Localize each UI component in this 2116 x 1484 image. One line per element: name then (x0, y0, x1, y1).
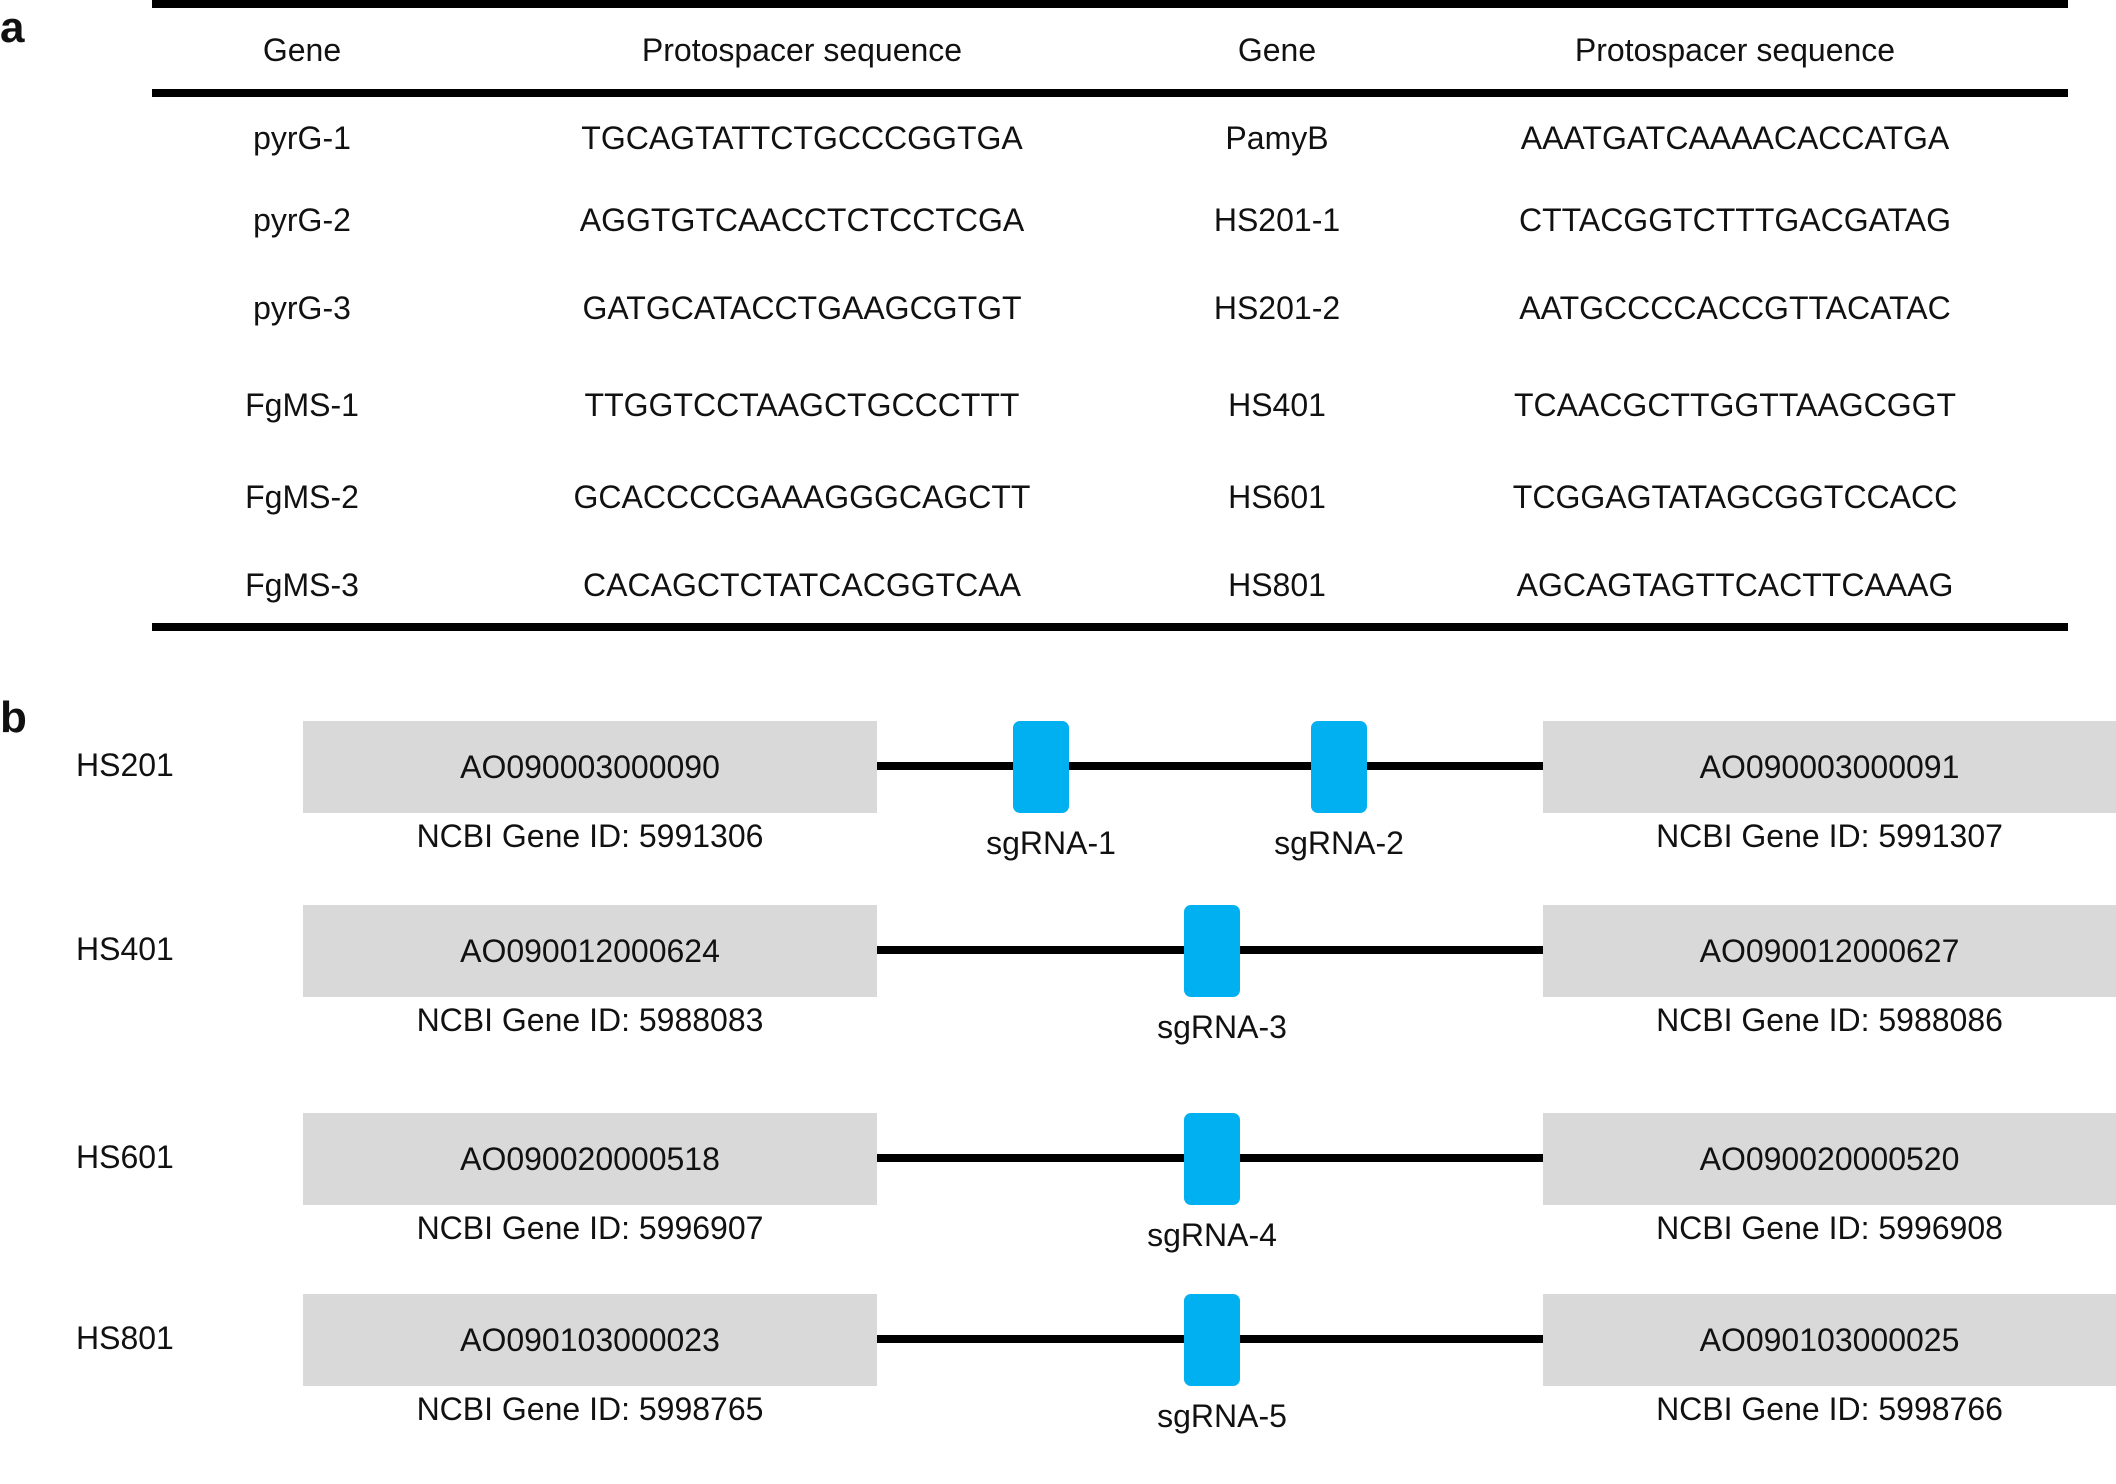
table-row: FgMS-3 CACAGCTCTATCACGGTCAA HS801 AGCAGT… (152, 539, 2068, 631)
locus-hs801: HS801 AO090103000023 NCBI Gene ID: 59987… (0, 1294, 2116, 1484)
gene-cell: HS601 (1228, 478, 1326, 515)
sgrna-1-marker (1013, 721, 1069, 813)
left-gene-id: NCBI Gene ID: 5998765 (416, 1391, 764, 1427)
table-header-rule (152, 89, 2068, 97)
sequence-cell: AGGTGTCAACCTCTCCTCGA (579, 201, 1025, 238)
sequence-cell: AAATGATCAAAACACCATGA (1520, 119, 1950, 156)
right-gene-box: AO090003000091 (1543, 721, 2116, 813)
sgrna-2-marker (1311, 721, 1367, 813)
gene-cell: HS401 (1228, 386, 1326, 423)
locus-name: HS201 (76, 747, 174, 783)
left-gene-box: AO090103000023 (303, 1294, 877, 1386)
right-gene-id: NCBI Gene ID: 5996908 (1656, 1210, 2003, 1246)
sgrna-5-label: sgRNA-5 (1157, 1398, 1287, 1434)
sequence-cell: CTTACGGTCTTTGACGATAG (1519, 201, 1951, 238)
sgrna-3-label: sgRNA-3 (1157, 1009, 1287, 1045)
sequence-cell: TCGGAGTATAGCGGTCCACC (1512, 478, 1958, 515)
sgrna-4-label: sgRNA-4 (1147, 1217, 1277, 1253)
gene-cell: FgMS-3 (245, 566, 359, 603)
locus-hs601: HS601 AO090020000518 NCBI Gene ID: 59969… (0, 1113, 2116, 1303)
header-gene-2: Gene (1237, 32, 1317, 68)
right-gene-box: AO090103000025 (1543, 1294, 2116, 1386)
sgrna-3-marker (1184, 905, 1240, 997)
table-row: FgMS-2 GCACCCCGAAAGGGCAGCTT HS601 TCGGAG… (152, 455, 2068, 539)
right-gene-box: AO090012000627 (1543, 905, 2116, 997)
locus-name: HS801 (76, 1320, 174, 1356)
left-gene-id: NCBI Gene ID: 5996907 (416, 1210, 764, 1246)
locus-hs201: HS201 AO090003000090 NCBI Gene ID: 59913… (0, 721, 2116, 911)
header-gene-1: Gene (262, 32, 342, 68)
locus-name: HS601 (76, 1139, 174, 1175)
gene-cell: PamyB (1225, 119, 1329, 156)
sequence-cell: TGCAGTATTCTGCCCGGTGA (581, 119, 1023, 156)
sgrna-4-marker (1184, 1113, 1240, 1205)
gene-cell: HS801 (1228, 566, 1326, 603)
sgrna-2-label: sgRNA-2 (1274, 825, 1404, 861)
table-row: pyrG-1 TGCAGTATTCTGCCCGGTGA PamyB AAATGA… (152, 97, 2068, 179)
table-header-row: Gene Protospacer sequence Gene Protospac… (152, 0, 2068, 97)
table-top-rule (152, 0, 2068, 8)
sequence-cell: CACAGCTCTATCACGGTCAA (583, 566, 1021, 603)
intergenic-line (877, 762, 1543, 770)
left-gene-box: AO090012000624 (303, 905, 877, 997)
gene-cell: FgMS-1 (245, 386, 359, 423)
sequence-cell: TTGGTCCTAAGCTGCCCTTT (584, 386, 1020, 423)
gene-cell: HS201-1 (1213, 201, 1341, 238)
sequence-cell: GCACCCCGAAAGGGCAGCTT (573, 478, 1031, 515)
protospacer-table-grid: Gene Protospacer sequence Gene Protospac… (152, 0, 2068, 631)
panel-a-label: a (0, 3, 25, 52)
panel-b-label: b (0, 693, 27, 742)
gene-cell: FgMS-2 (245, 478, 359, 515)
table-row: pyrG-2 AGGTGTCAACCTCTCCTCGA HS201-1 CTTA… (152, 179, 2068, 261)
table-row: pyrG-3 GATGCATACCTGAAGCGTGT HS201-2 AATG… (152, 261, 2068, 355)
gene-cell: pyrG-2 (253, 201, 351, 238)
header-sequence-1: Protospacer sequence (641, 32, 963, 68)
locus-hs401: HS401 AO090012000624 NCBI Gene ID: 59880… (0, 905, 2116, 1095)
left-gene-id: NCBI Gene ID: 5988083 (416, 1002, 764, 1038)
locus-name: HS401 (76, 931, 174, 967)
sequence-cell: AATGCCCCACCGTTACATAC (1519, 289, 1951, 326)
gene-cell: pyrG-1 (253, 119, 351, 156)
right-gene-id: NCBI Gene ID: 5991307 (1656, 818, 2003, 854)
sequence-cell: AGCAGTAGTTCACTTCAAAG (1516, 566, 1954, 603)
header-sequence-2: Protospacer sequence (1574, 32, 1896, 68)
gene-cell: HS201-2 (1213, 289, 1341, 326)
sequence-cell: TCAACGCTTGGTTAAGCGGT (1513, 386, 1957, 423)
right-gene-id: NCBI Gene ID: 5998766 (1656, 1391, 2003, 1427)
sgrna-5-marker (1184, 1294, 1240, 1386)
gene-cell: pyrG-3 (253, 289, 351, 326)
table-bottom-rule (152, 623, 2068, 631)
sequence-cell: GATGCATACCTGAAGCGTGT (582, 289, 1022, 326)
table-row: FgMS-1 TTGGTCCTAAGCTGCCCTTT HS401 TCAACG… (152, 355, 2068, 455)
right-gene-box: AO090020000520 (1543, 1113, 2116, 1205)
sgrna-1-label: sgRNA-1 (986, 825, 1116, 861)
left-gene-box: AO090003000090 (303, 721, 877, 813)
right-gene-id: NCBI Gene ID: 5988086 (1656, 1002, 2003, 1038)
left-gene-id: NCBI Gene ID: 5991306 (416, 818, 764, 854)
left-gene-box: AO090020000518 (303, 1113, 877, 1205)
